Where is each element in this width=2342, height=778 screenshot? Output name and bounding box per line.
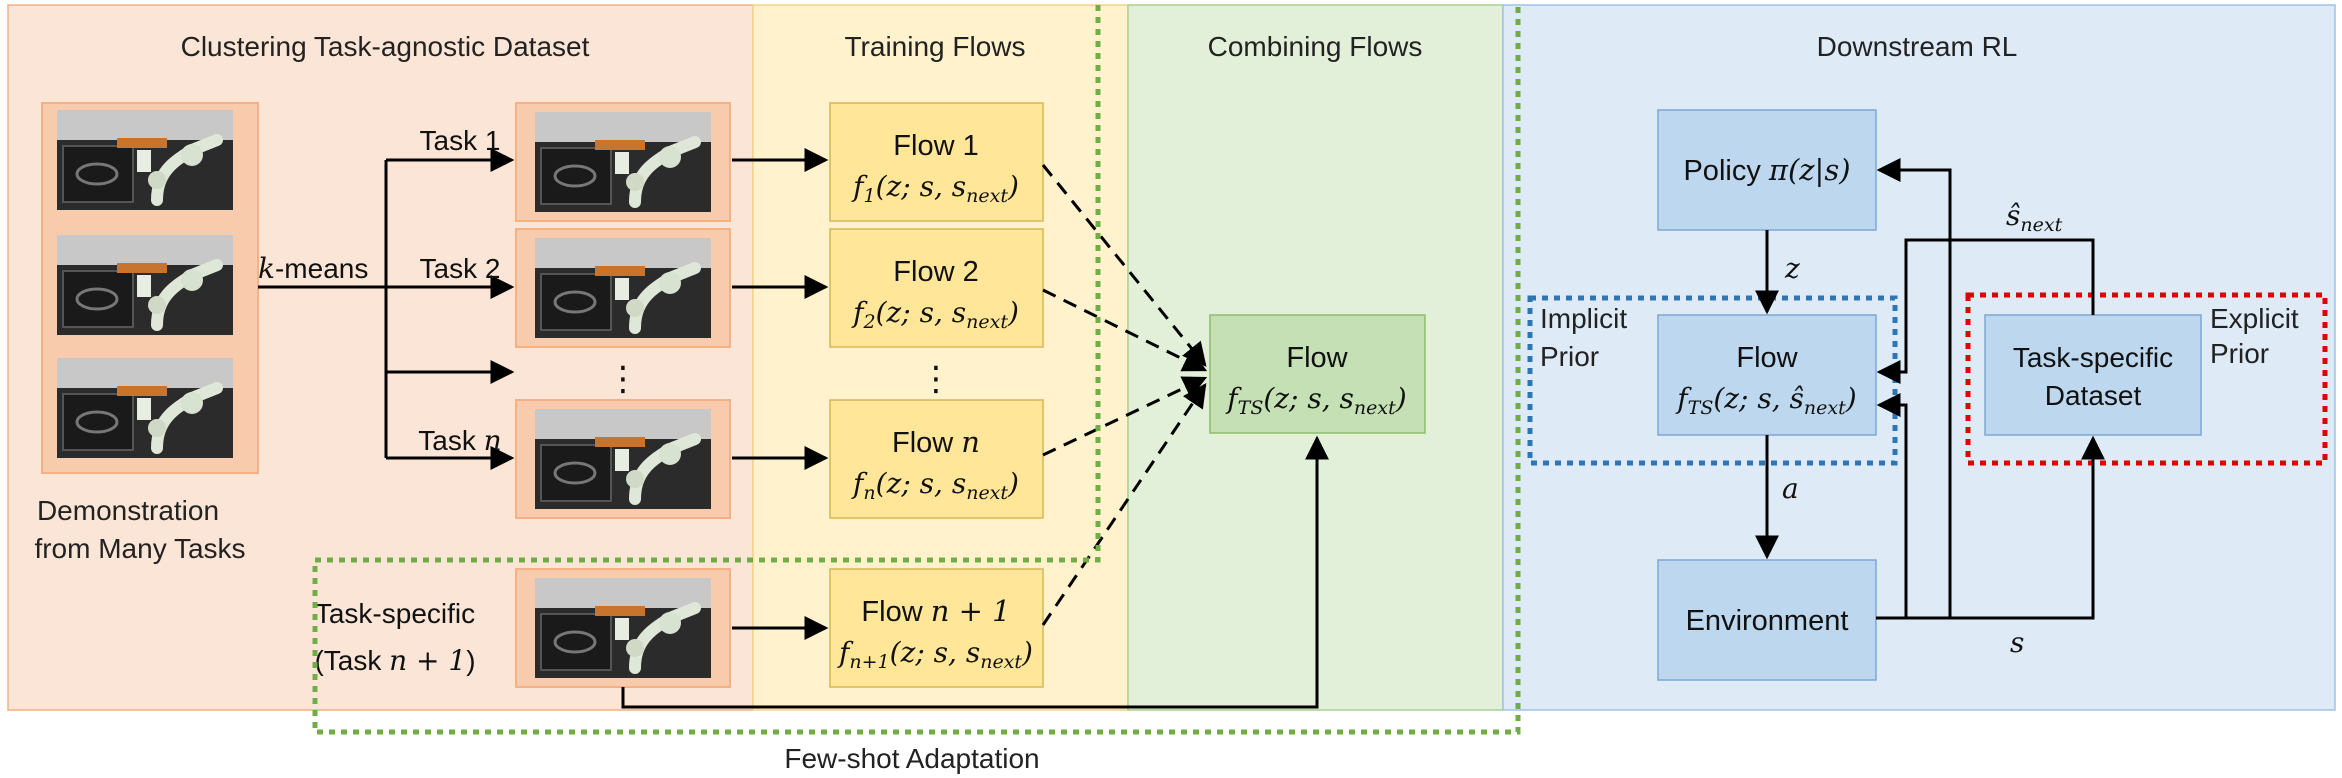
implicit-prior-line1: Implicit — [1540, 303, 1627, 334]
policy-box: Policy π(z|s) — [1657, 109, 1877, 231]
flow-2-name: Flow 2 — [893, 256, 978, 288]
task-1-label: Task 1 — [420, 125, 501, 156]
demo-image-3 — [57, 358, 233, 458]
flow-2-formula: f2(z; s, snext) — [851, 296, 1019, 333]
explicit-prior-line2: Prior — [2210, 338, 2269, 369]
few-shot-label: Few-shot Adaptation — [784, 743, 1039, 774]
dataset-label-line2: Dataset — [2045, 380, 2142, 411]
flow-1-box: Flow 1 f1(z; s, snext) — [829, 102, 1044, 222]
task-specific-feedback — [621, 435, 1329, 709]
task-2-label: Task 2 — [420, 253, 501, 284]
demo-image-2 — [57, 235, 233, 335]
flow-2-box: Flow 2 f2(z; s, snext) — [829, 228, 1044, 348]
clustering-title: Clustering Task-agnostic Dataset — [181, 31, 590, 62]
downstream-title: Downstream RL — [1817, 31, 2018, 62]
combine-arrows — [1041, 164, 1208, 626]
policy-label: Policy π(z|s) — [1683, 153, 1850, 187]
flow-1-formula: f1(z; s, snext) — [851, 170, 1019, 207]
edge-z-label: z — [1784, 252, 1800, 285]
flow-n1-formula: fn+1(z; s, snext) — [837, 636, 1033, 673]
explicit-prior-line1: Explicit — [2210, 303, 2299, 334]
edge-a-label: a — [1782, 472, 1799, 505]
task-to-flow-arrows — [732, 148, 829, 640]
environment-label: Environment — [1686, 605, 1849, 637]
combined-flow-name: Flow — [1286, 342, 1348, 374]
dataset-box: Task-specific Dataset — [1984, 314, 2202, 436]
rl-flow-formula: fTS(z; s, ŝnext) — [1675, 382, 1856, 419]
combining-title: Combining Flows — [1208, 31, 1423, 62]
combined-flow-box: Flow fTS(z; s, snext) — [1209, 314, 1426, 434]
flow-n1-name: Flow n + 1 — [861, 594, 1010, 628]
flow-n-box: Flow n fn(z; s, snext) — [829, 399, 1044, 519]
rl-flow-box: Flow fTS(z; s, ŝnext) — [1657, 314, 1877, 436]
dataset-label-line1: Task-specific — [2013, 342, 2173, 373]
flow-1-name: Flow 1 — [893, 130, 978, 162]
training-title: Training Flows — [844, 31, 1025, 62]
few-shot-region — [312, 5, 1521, 735]
task-1-image — [535, 112, 711, 212]
task-specific-label-line2: (Task n + 1) — [314, 644, 475, 677]
kmeans-branches — [258, 148, 515, 470]
demo-image-1 — [57, 110, 233, 210]
task-specific-label-line1: Task-specific — [315, 598, 475, 629]
source-caption-line2: from Many Tasks — [34, 533, 245, 564]
edge-shat-label: ŝnext — [2006, 199, 2063, 236]
flow-n-name: Flow n — [892, 425, 980, 459]
flow-n1-box: Flow n + 1 fn+1(z; s, snext) — [829, 568, 1044, 688]
task-2-image — [535, 238, 711, 338]
kmeans-label: k-means — [258, 252, 368, 285]
task-ellipsis: ⋮ — [606, 360, 640, 398]
environment-box: Environment — [1657, 559, 1877, 681]
task-n-label: Task n — [418, 424, 501, 457]
task-specific-image — [535, 578, 711, 678]
explicit-prior-region — [1965, 292, 2328, 466]
rl-arrows — [1755, 158, 2105, 620]
flow-ellipsis: ⋮ — [919, 360, 953, 398]
implicit-prior-line2: Prior — [1540, 341, 1599, 372]
task-n-image — [535, 409, 711, 509]
source-caption-line1: Demonstration — [37, 495, 219, 526]
rl-flow-name: Flow — [1736, 342, 1798, 374]
flow-n-formula: fn(z; s, snext) — [851, 467, 1019, 504]
edge-s-label: s — [2010, 626, 2024, 659]
